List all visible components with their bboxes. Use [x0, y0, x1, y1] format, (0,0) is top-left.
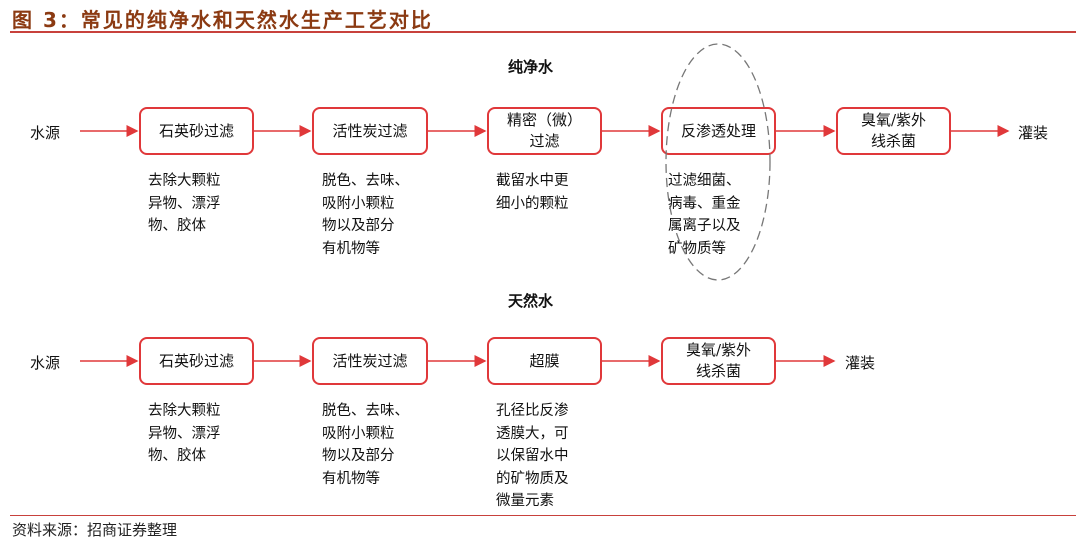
pure-step-desc: 截留水中更 细小的颗粒 [496, 173, 569, 212]
pure-start: 水源 [30, 124, 61, 142]
natural-step-box: 臭氧/紫外 线杀菌 [661, 337, 776, 385]
natural-step-desc: 脱色、去味、 吸附小颗粒 物以及部分 有机物等 [322, 403, 409, 487]
pure-step-box: 石英砂过滤 [139, 107, 254, 155]
source-divider [10, 515, 1076, 516]
natural-step-desc: 孔径比反渗 透膜大，可 以保留水中 的矿物质及 微量元素 [496, 403, 569, 509]
natural-step-desc: 去除大颗粒 异物、漂浮 物、胶体 [148, 403, 221, 464]
natural-start: 水源 [30, 354, 61, 372]
pure-step-desc: 脱色、去味、 吸附小颗粒 物以及部分 有机物等 [322, 173, 409, 257]
natural-heading: 天然水 [508, 292, 554, 310]
pure-step-box: 精密（微） 过滤 [487, 107, 602, 155]
title-divider [10, 31, 1076, 33]
natural-step-box: 超膜 [487, 337, 602, 385]
pure-step-box: 臭氧/紫外 线杀菌 [836, 107, 951, 155]
pure-step-desc: 去除大颗粒 异物、漂浮 物、胶体 [148, 173, 221, 234]
natural-step-box: 活性炭过滤 [312, 337, 428, 385]
natural-step-box: 石英砂过滤 [139, 337, 254, 385]
pure-step-desc: 过滤细菌、 病毒、重金 属离子以及 矿物质等 [668, 173, 741, 257]
natural-end: 灌装 [845, 354, 876, 372]
pure-step-box: 活性炭过滤 [312, 107, 428, 155]
figure-title: 图 3：常见的纯净水和天然水生产工艺对比 [12, 8, 433, 32]
pure-end: 灌装 [1018, 124, 1049, 142]
pure-heading: 纯净水 [508, 58, 554, 76]
source-note: 资料来源：招商证券整理 [12, 521, 178, 539]
pure-step-box: 反渗透处理 [661, 107, 776, 155]
